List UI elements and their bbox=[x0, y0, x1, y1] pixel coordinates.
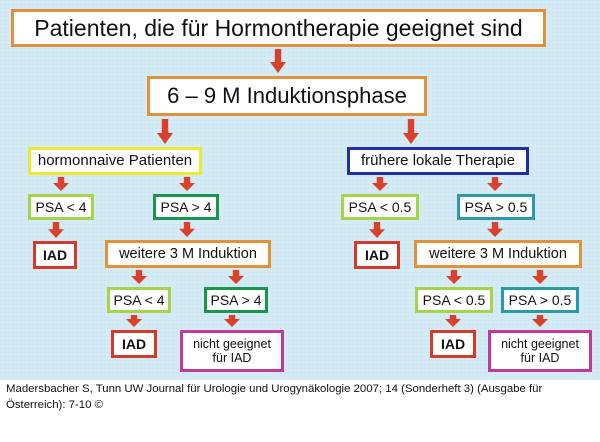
iad-left-1-text: IAD bbox=[42, 246, 68, 263]
prior-local-therapy-text: frühere lokale Therapie bbox=[361, 152, 515, 170]
background-pattern bbox=[0, 0, 600, 380]
psa-low-right-box: PSA < 0.5 bbox=[341, 194, 419, 220]
hormone-naive-box: hormonnaive Patienten bbox=[28, 147, 202, 175]
psa-low-left-2-box: PSA < 4 bbox=[107, 287, 171, 313]
arrow-psa-high-right-to-induction bbox=[487, 222, 503, 237]
title-text: Patienten, die für Hormontherapie geeign… bbox=[34, 14, 523, 41]
psa-low-right-text: PSA < 0.5 bbox=[348, 198, 412, 215]
arrow-psa-low-right-to-iad bbox=[369, 222, 385, 238]
arrow-left-psa-high-to-not-suitable bbox=[224, 315, 240, 327]
iad-right-2-box: IAD bbox=[430, 330, 476, 358]
iad-left-1-box: IAD bbox=[33, 241, 77, 269]
arrow-induction-to-right bbox=[403, 119, 419, 144]
not-suitable-left-box: nicht geeignet für IAD bbox=[180, 330, 284, 372]
iad-right-1-box: IAD bbox=[354, 241, 400, 269]
arrow-right-induction-to-psa-low bbox=[446, 270, 462, 284]
further-induction-right-box: weitere 3 M Induktion bbox=[414, 240, 582, 268]
diagram-canvas: Patienten, die für Hormontherapie geeign… bbox=[0, 0, 600, 380]
arrow-right-psa-high-to-not-suitable bbox=[532, 315, 548, 327]
psa-high-right-box: PSA > 0.5 bbox=[457, 194, 535, 220]
iad-left-2-box: IAD bbox=[111, 330, 157, 358]
arrow-right-induction-to-psa-high bbox=[532, 270, 548, 284]
arrow-right-to-psa-high bbox=[487, 177, 503, 191]
arrow-title-to-induction bbox=[270, 49, 286, 73]
further-induction-right-text: weitere 3 M Induktion bbox=[429, 245, 567, 262]
psa-high-left-box: PSA > 4 bbox=[153, 194, 219, 220]
psa-high-left-text: PSA > 4 bbox=[160, 198, 212, 215]
induction-text: 6 – 9 M Induktionsphase bbox=[167, 83, 407, 109]
psa-high-left-2-text: PSA > 4 bbox=[210, 291, 262, 308]
iad-left-2-text: IAD bbox=[121, 335, 147, 352]
psa-high-right-text: PSA > 0.5 bbox=[464, 198, 528, 215]
arrow-psa-low-left-to-iad bbox=[48, 222, 64, 238]
citation-caption: Madersbacher S, Tunn UW Journal für Urol… bbox=[6, 383, 543, 411]
arrow-right-to-psa-low bbox=[372, 177, 388, 191]
further-induction-left-text: weitere 3 M Induktion bbox=[119, 245, 257, 262]
prior-local-therapy-box: frühere lokale Therapie bbox=[347, 147, 529, 175]
arrow-left-psa-low-to-iad bbox=[126, 315, 142, 327]
psa-high-right-2-box: PSA > 0.5 bbox=[501, 287, 579, 313]
induction-box: 6 – 9 M Induktionsphase bbox=[147, 76, 427, 116]
arrow-left-to-psa-low bbox=[53, 177, 69, 191]
hormone-naive-text: hormonnaive Patienten bbox=[37, 152, 193, 170]
arrow-psa-high-left-to-induction bbox=[179, 222, 195, 237]
psa-low-right-2-box: PSA < 0.5 bbox=[415, 287, 493, 313]
psa-low-right-2-text: PSA < 0.5 bbox=[422, 291, 486, 308]
iad-right-2-text: IAD bbox=[440, 335, 466, 352]
not-suitable-left-line2: für IAD bbox=[212, 351, 252, 365]
not-suitable-left-line1: nicht geeignet bbox=[193, 336, 271, 351]
iad-right-1-text: IAD bbox=[364, 246, 390, 263]
arrow-left-to-psa-high bbox=[179, 177, 195, 191]
psa-low-left-text: PSA < 4 bbox=[35, 198, 87, 215]
title-box: Patienten, die für Hormontherapie geeign… bbox=[11, 9, 546, 47]
psa-low-left-2-text: PSA < 4 bbox=[113, 291, 165, 308]
psa-low-left-box: PSA < 4 bbox=[28, 194, 94, 220]
not-suitable-right-box: nicht geeignet für IAD bbox=[488, 330, 592, 372]
arrow-left-induction-to-psa-high bbox=[228, 270, 244, 284]
arrow-induction-to-left bbox=[157, 119, 173, 144]
further-induction-left-box: weitere 3 M Induktion bbox=[105, 240, 271, 268]
psa-high-right-2-text: PSA > 0.5 bbox=[508, 291, 572, 308]
not-suitable-right-line2: für IAD bbox=[520, 351, 560, 365]
psa-high-left-2-box: PSA > 4 bbox=[204, 287, 268, 313]
arrow-left-induction-to-psa-low bbox=[131, 270, 147, 284]
arrows-layer bbox=[48, 49, 548, 327]
not-suitable-right-line1: nicht geeignet bbox=[501, 336, 579, 351]
arrow-right-psa-low-to-iad bbox=[445, 315, 461, 327]
